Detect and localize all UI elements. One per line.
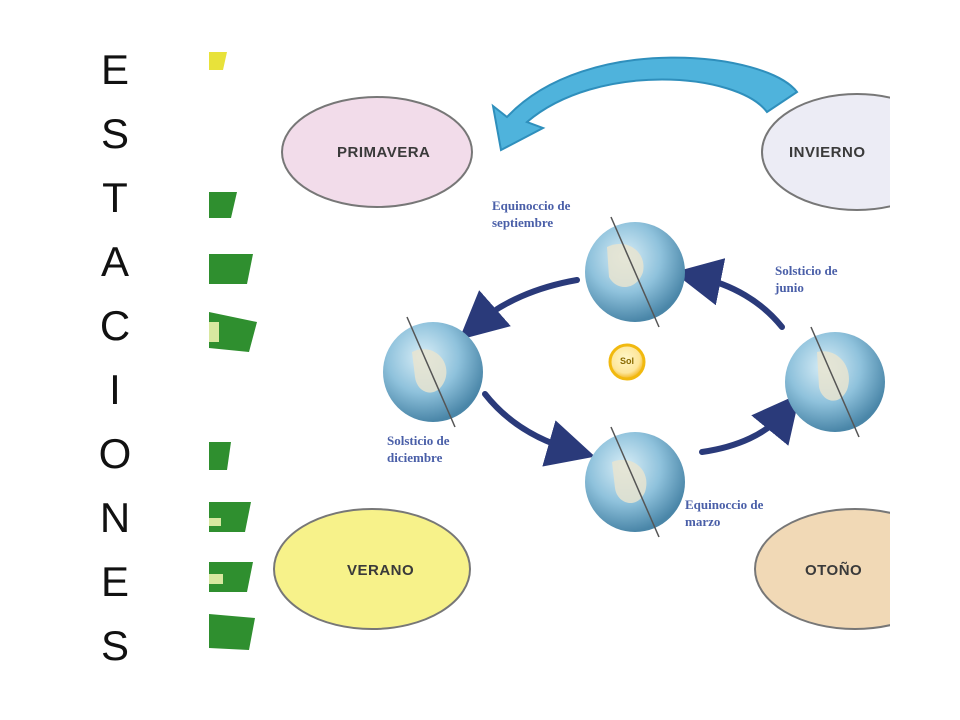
sun-label: Sol: [620, 356, 635, 366]
autumn-label: OTOÑO: [805, 562, 863, 579]
sun: [608, 343, 646, 381]
title-letter: C: [99, 302, 131, 349]
orbit-arrows: [458, 258, 801, 467]
title-letter: E: [100, 558, 129, 605]
globe-december: [383, 316, 483, 428]
title-letter: T: [102, 174, 128, 221]
summer-ellipse: [273, 508, 471, 630]
winter-ellipse: [761, 93, 890, 211]
title-letter: A: [100, 238, 129, 285]
title-letter: S: [100, 110, 129, 157]
globe-march: [585, 426, 685, 538]
caption-june: Solsticio de junio: [775, 263, 838, 295]
title-letter: S: [100, 622, 129, 669]
word-art-strip: [209, 52, 257, 650]
caption-september: Equinoccio de septiembre: [492, 198, 571, 230]
diagram-graphics: [209, 52, 890, 650]
title-letter: N: [99, 494, 131, 541]
summer-label: VERANO: [347, 562, 415, 579]
seasons-diagram: PRIMAVERA INVIERNO VERANO OTOÑO Sol Equi…: [207, 22, 890, 662]
globe-june: [785, 326, 885, 438]
spring-ellipse: [281, 96, 473, 208]
cycle-arrow: [491, 56, 799, 152]
caption-december: Solsticio de diciembre: [387, 433, 450, 465]
spring-label: PRIMAVERA: [337, 144, 431, 161]
caption-march: Equinoccio de marzo: [685, 497, 764, 529]
winter-label: INVIERNO: [789, 144, 866, 161]
title-letter: E: [100, 46, 129, 93]
title-letter: I: [109, 366, 121, 413]
vertical-title: E S T A C I O N E S: [85, 38, 145, 678]
autumn-ellipse: [754, 508, 890, 630]
title-letter: O: [98, 430, 132, 477]
globe-september: [585, 216, 685, 328]
